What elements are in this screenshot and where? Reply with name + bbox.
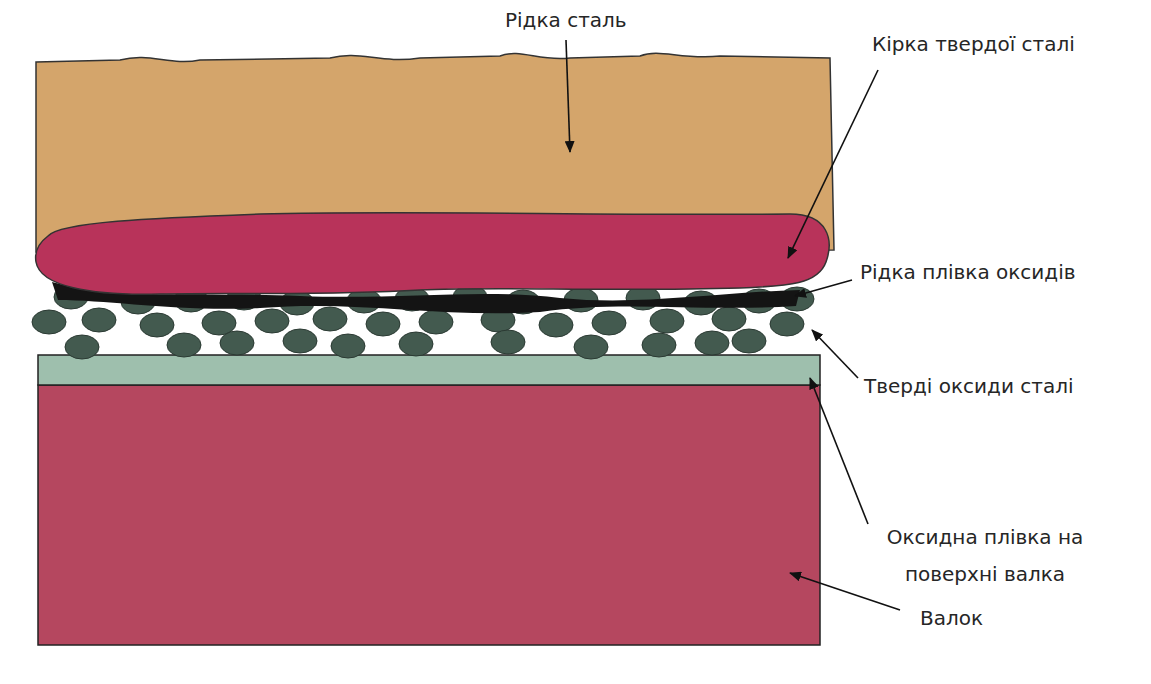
oxide-particle [65, 335, 99, 359]
oxide-particle [770, 312, 804, 336]
oxide-particle [32, 310, 66, 334]
leader-line [795, 280, 852, 296]
callout-label: Валок [920, 600, 983, 637]
oxide-particle [642, 333, 676, 357]
oxide-particle [82, 308, 116, 332]
callout-label: Рідка плівка оксидів [860, 254, 1076, 291]
leader-line [812, 330, 858, 378]
oxide-particle [419, 310, 453, 334]
oxide-particle [255, 309, 289, 333]
oxide-particle [650, 309, 684, 333]
oxide-particle [399, 332, 433, 356]
callout-label: Кірка твердої сталі [872, 26, 1075, 63]
leader-line [566, 40, 570, 152]
leader-line [788, 70, 878, 258]
roll-body [38, 385, 820, 645]
solid-steel-crust [36, 213, 829, 295]
oxide-particle [366, 312, 400, 336]
oxide-particle [695, 331, 729, 355]
oxide-particle [167, 333, 201, 357]
oxide-particle [539, 313, 573, 337]
roll-oxide-film [38, 355, 820, 385]
callout-label: Оксидна плівка на поверхні валка [845, 519, 1125, 593]
oxide-particle [313, 307, 347, 331]
oxide-particle [140, 313, 174, 337]
leader-lines [566, 40, 900, 610]
oxide-particle [220, 331, 254, 355]
callout-label: Тверді оксиди сталі [864, 368, 1073, 405]
oxide-particle [712, 307, 746, 331]
leader-line [790, 573, 900, 610]
oxide-particle [592, 311, 626, 335]
callout-label: Рідка сталь [505, 2, 627, 39]
oxide-particle [283, 329, 317, 353]
oxide-particle [491, 330, 525, 354]
oxide-particle [574, 335, 608, 359]
oxide-particle [331, 334, 365, 358]
leader-line [810, 378, 868, 524]
oxide-particle [732, 329, 766, 353]
